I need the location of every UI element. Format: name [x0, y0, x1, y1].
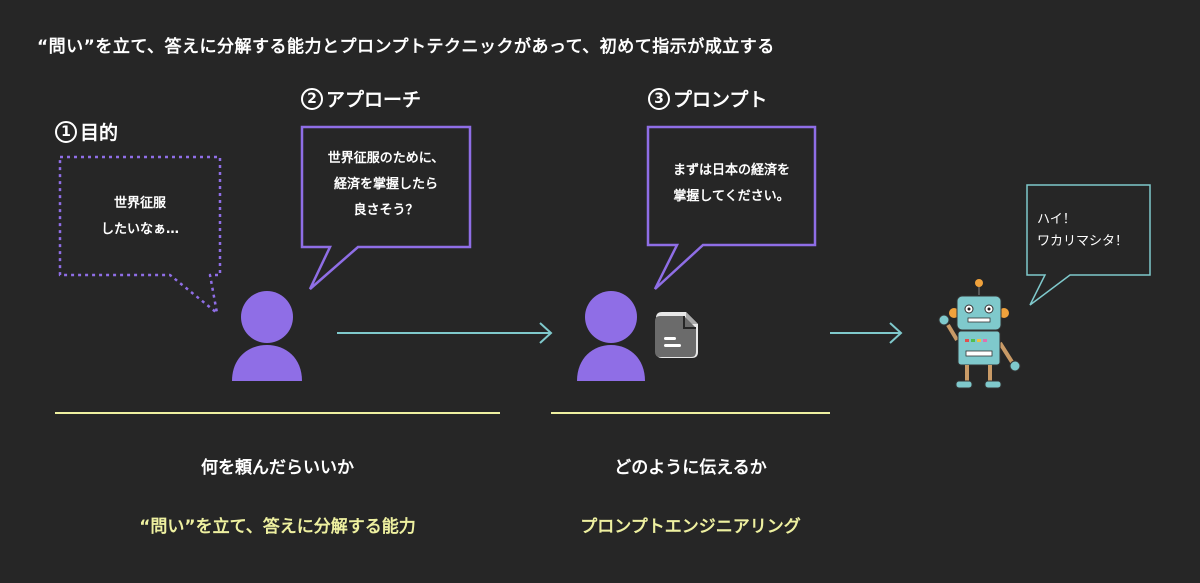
robot-reply-line-2: ワカリマシタ！	[1037, 234, 1129, 249]
step-1-title: 目的	[80, 122, 119, 144]
caption-right: どのように伝えるか	[614, 458, 767, 478]
step-2-title: アプローチ	[326, 89, 422, 111]
bubble-2-line-1: 世界征服のために、	[327, 151, 445, 166]
bubble-2-line-2: 経済を掌握したら	[333, 177, 438, 192]
arrow-right-icon	[830, 322, 903, 344]
bubble-1-text: 世界征服 したいなぁ…	[60, 191, 220, 243]
step-1-label: 1 目的	[55, 118, 118, 145]
step-2-number: 2	[301, 87, 323, 110]
document-icon	[655, 312, 698, 358]
step-3-title: プロンプト	[673, 89, 768, 111]
skill-left: “問い”を立て、答えに分解する能力	[139, 517, 416, 537]
bubble-1-line-2: したいなぁ…	[100, 222, 179, 237]
robot-reply-line-1: ハイ！	[1037, 212, 1076, 227]
bubble-3-text: まずは日本の経済を 掌握してください。	[648, 158, 815, 210]
caption-left: 何を頼んだらいいか	[201, 458, 354, 478]
step-3-number: 3	[648, 87, 670, 110]
robot-speech-bubble	[1026, 184, 1151, 306]
bubble-3-line-2: 掌握してください。	[673, 189, 790, 204]
speech-bubble-2	[300, 125, 472, 290]
bubble-2-line-3: 良さそう？	[353, 203, 419, 218]
step-2-label: 2 アプローチ	[301, 85, 421, 112]
headline: “問い”を立て、答えに分解する能力とプロンプトテクニックがあって、初めて指示が成…	[37, 37, 775, 57]
bubble-3-line-1: まずは日本の経済を	[672, 163, 790, 178]
speech-bubble-3	[646, 125, 817, 290]
step-3-label: 3 プロンプト	[648, 85, 767, 112]
bubble-1-line-1: 世界征服	[113, 196, 166, 211]
person-icon	[577, 291, 645, 381]
bubble-2-text: 世界征服のために、 経済を掌握したら 良さそう？	[302, 146, 470, 224]
person-icon	[232, 291, 302, 381]
skill-right: プロンプトエンジニアリング	[580, 517, 801, 537]
step-1-number: 1	[55, 120, 77, 143]
robot-icon	[938, 279, 1021, 389]
robot-reply-text: ハイ！ ワカリマシタ！	[1037, 209, 1128, 253]
thought-bubble-1	[58, 155, 222, 315]
arrow-right-icon	[337, 322, 553, 344]
